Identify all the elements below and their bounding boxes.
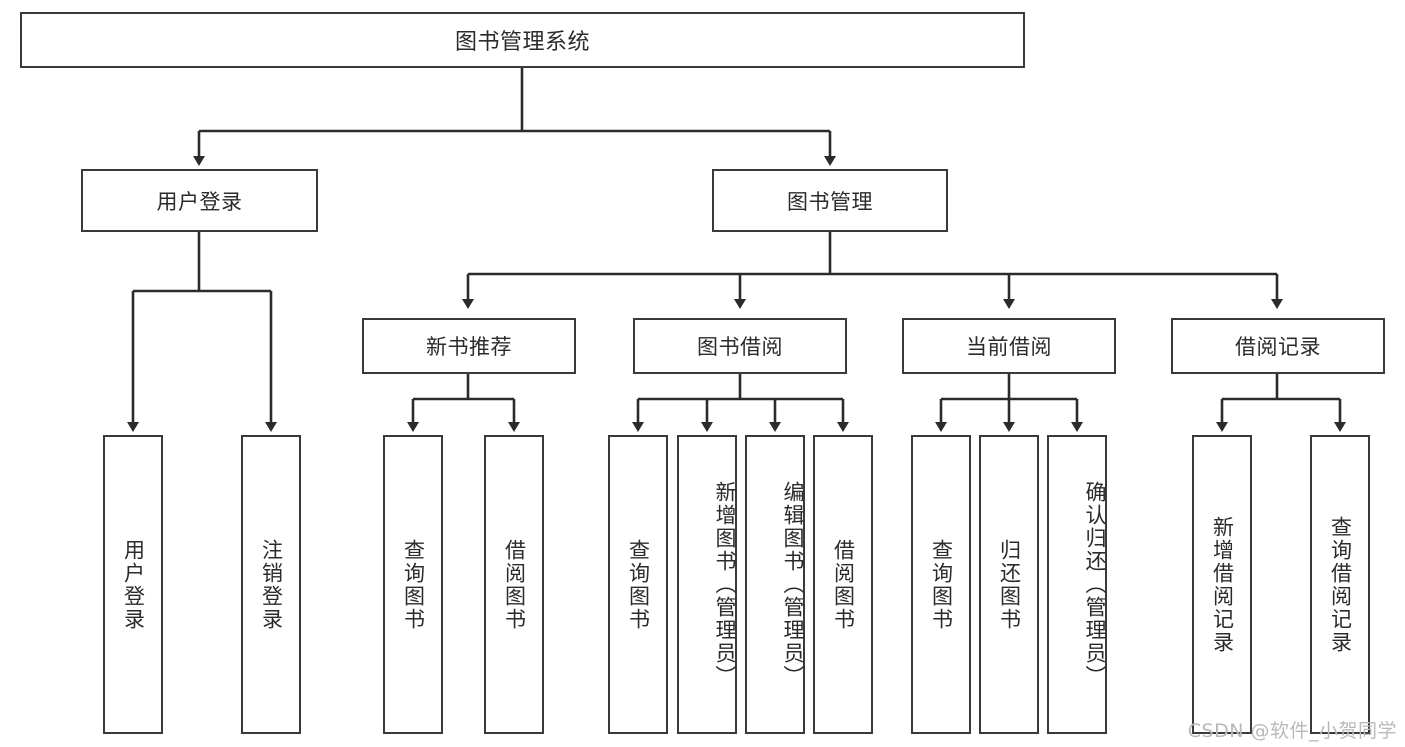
leaf-book-borrow-edit-book-admin[interactable]: 编辑图书（管理员） bbox=[745, 435, 805, 734]
leaf-user-login-signout[interactable]: 注销登录 bbox=[241, 435, 301, 734]
leaf-book-borrow-add-book-admin[interactable]: 新增图书（管理员） bbox=[677, 435, 737, 734]
leaf-new-book-query-book[interactable]: 查询图书 bbox=[383, 435, 443, 734]
node-label: 用户登录 bbox=[156, 189, 243, 214]
node-label: 借阅图书 bbox=[831, 538, 856, 631]
node-label: 查询图书 bbox=[401, 538, 426, 631]
node-new-book-recommend[interactable]: 新书推荐 bbox=[362, 318, 576, 374]
node-root-book-management-system[interactable]: 图书管理系统 bbox=[20, 12, 1025, 68]
node-label: 查询图书 bbox=[929, 538, 954, 631]
node-label: 新增图书（管理员） bbox=[713, 481, 737, 688]
leaf-current-borrow-confirm-return-admin[interactable]: 确认归还（管理员） bbox=[1047, 435, 1107, 734]
csdn-watermark: CSDN @软件_小贺同学 bbox=[1187, 720, 1397, 742]
node-label: 注销登录 bbox=[259, 538, 284, 631]
node-label: 借阅记录 bbox=[1235, 335, 1321, 359]
node-label: 借阅图书 bbox=[502, 538, 527, 631]
node-label: 编辑图书（管理员） bbox=[781, 481, 805, 688]
node-current-borrow[interactable]: 当前借阅 bbox=[902, 318, 1116, 374]
node-borrow-record[interactable]: 借阅记录 bbox=[1171, 318, 1385, 374]
node-label: 归还图书 bbox=[997, 538, 1022, 631]
leaf-borrow-record-query-record[interactable]: 查询借阅记录 bbox=[1310, 435, 1370, 734]
node-label: 新书推荐 bbox=[426, 335, 512, 359]
node-label: 查询图书 bbox=[626, 538, 651, 631]
node-label: 新增借阅记录 bbox=[1210, 515, 1235, 654]
node-user-login[interactable]: 用户登录 bbox=[81, 169, 318, 232]
leaf-new-book-borrow-book[interactable]: 借阅图书 bbox=[484, 435, 544, 734]
node-label: 图书管理 bbox=[787, 189, 873, 214]
leaf-borrow-record-add-record[interactable]: 新增借阅记录 bbox=[1192, 435, 1252, 734]
node-book-management[interactable]: 图书管理 bbox=[712, 169, 948, 232]
leaf-book-borrow-borrow-book[interactable]: 借阅图书 bbox=[813, 435, 873, 734]
node-label: 图书管理系统 bbox=[454, 30, 590, 55]
node-label: 确认归还（管理员） bbox=[1083, 481, 1107, 688]
node-book-borrow[interactable]: 图书借阅 bbox=[633, 318, 847, 374]
node-label: 图书借阅 bbox=[697, 335, 783, 359]
leaf-book-borrow-query-book[interactable]: 查询图书 bbox=[608, 435, 668, 734]
node-label: 当前借阅 bbox=[966, 335, 1052, 359]
node-label: 用户登录 bbox=[121, 538, 146, 631]
leaf-current-borrow-return-book[interactable]: 归还图书 bbox=[979, 435, 1039, 734]
leaf-user-login-signin[interactable]: 用户登录 bbox=[103, 435, 163, 734]
leaf-current-borrow-query-book[interactable]: 查询图书 bbox=[911, 435, 971, 734]
node-label: 查询借阅记录 bbox=[1328, 515, 1353, 654]
